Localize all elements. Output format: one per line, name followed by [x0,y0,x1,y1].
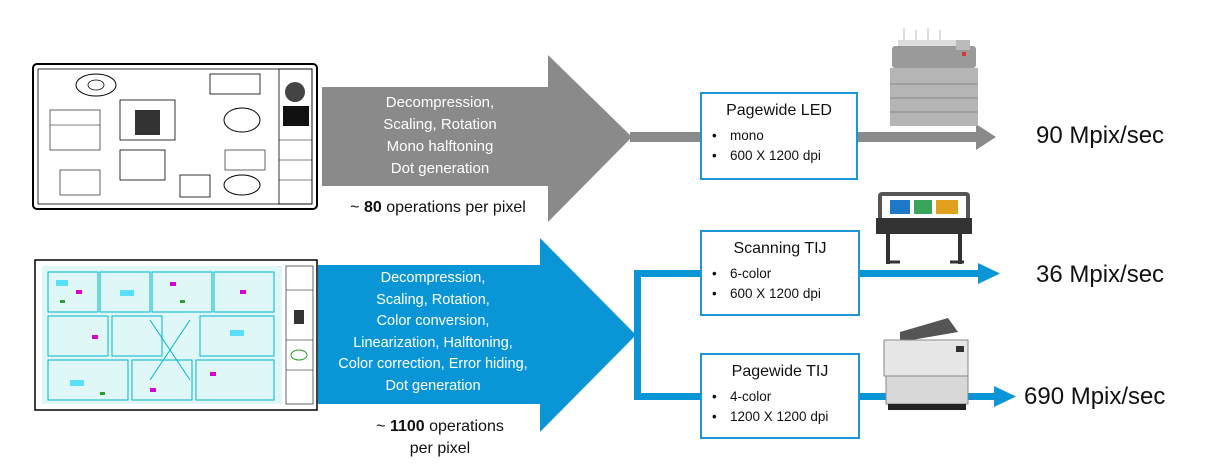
cad-mono-drawing [32,63,318,210]
cad-color-floorplan [34,259,318,411]
blue-step-1: Decompression, [380,270,486,286]
printer-specs: mono 600 X 1200 dpi [712,126,846,166]
printer-title: Scanning TIJ [733,240,827,257]
ops-suffix: operations per pixel [381,199,526,216]
blue-output-arrowhead-2 [994,386,1016,407]
gray-connector [630,132,700,142]
printer-title: Pagewide TIJ [731,363,829,380]
rate-pagewide-led: 90 Mpix/sec [1036,122,1165,149]
gray-step-4: Dot generation [390,160,490,177]
printer-box-pagewide-tij: Pagewide TIJ 4-color 1200 X 1200 dpi [700,353,860,439]
gray-output-line [858,132,978,142]
blue-step-5: Color correction, Error hiding, [338,356,528,372]
gray-step-3: Mono halftoning [386,138,494,155]
ops-prefix: ~ [350,199,364,216]
blue-step-3: Color conversion, [376,313,490,329]
gray-output-arrowhead [976,124,996,150]
pagewide-tij-printer-icon [883,318,969,410]
spec-item: 600 X 1200 dpi [712,284,848,304]
ops-number: 80 [363,199,382,216]
blue-step-2: Scaling, Rotation, [376,291,490,308]
printer-box-pagewide-led: Pagewide LED mono 600 X 1200 dpi [700,92,858,180]
gray-processing-arrow [322,55,632,222]
blue-step-4: Linearization, Halftoning, [353,334,513,351]
rate-scanning-tij: 36 Mpix/sec [1036,261,1165,288]
led-printer-icon [890,28,978,126]
spec-item: 1200 X 1200 dpi [712,407,848,427]
blue-branch-vertical [634,270,641,400]
blue-arrow-text: Decompression, Scaling, Rotation, Color … [322,268,544,397]
ops-number: 1100 [389,418,425,435]
ops-suffix: operations [424,418,504,435]
rate-pagewide-tij: 690 Mpix/sec [1024,383,1166,410]
spec-item: mono [712,126,846,146]
gray-step-1: Decompression, [385,94,495,111]
ops-suffix-line2: per pixel [409,440,471,457]
printer-box-scanning-tij: Scanning TIJ 6-color 600 X 1200 dpi [700,230,860,316]
scanning-tij-printer-icon [876,192,972,264]
printer-specs: 6-color 600 X 1200 dpi [712,264,848,304]
blue-branch-bottom [634,393,700,400]
spec-item: 6-color [712,264,848,284]
printer-title: Pagewide LED [726,102,832,119]
color-operations-count: ~ 1100 operations per pixel [330,416,550,460]
blue-output-line-1 [860,270,980,277]
blue-output-arrowhead-1 [978,263,1000,284]
blue-processing-arrow [318,238,636,432]
blue-step-6: Dot generation [385,377,481,394]
gray-arrow-text: Decompression, Scaling, Rotation Mono ha… [330,92,550,180]
blue-branch-top [634,270,700,277]
spec-item: 4-color [712,387,848,407]
spec-item: 600 X 1200 dpi [712,146,846,166]
mono-operations-count: ~ 80 operations per pixel [318,197,558,219]
printer-specs: 4-color 1200 X 1200 dpi [712,387,848,427]
ops-prefix: ~ [376,418,390,435]
gray-step-2: Scaling, Rotation [383,116,497,133]
